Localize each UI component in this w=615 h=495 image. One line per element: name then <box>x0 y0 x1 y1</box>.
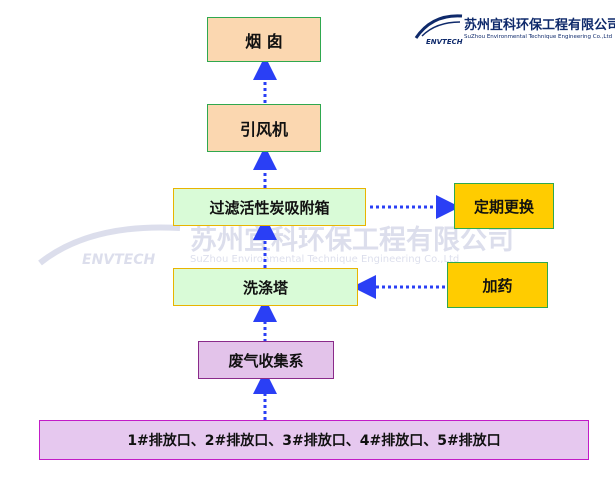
logo-brand: ENVTECH <box>426 38 463 46</box>
box-gas-collection: 废气收集系 <box>198 341 334 379</box>
company-logo: ENVTECH 苏州宜科环保工程有限公司 SuZhou Environmenta… <box>412 12 615 52</box>
box-periodic-replacement: 定期更换 <box>454 183 554 229</box>
logo-swoosh-icon <box>414 14 463 39</box>
box-discharge-outlets: 1#排放口、2#排放口、3#排放口、4#排放口、5#排放口 <box>39 420 589 460</box>
box-fan: 引风机 <box>207 104 321 152</box>
box-chimney: 烟 囱 <box>207 17 321 62</box>
box-scrubber: 洗涤塔 <box>173 268 358 306</box>
logo-company-en: SuZhou Environmental Technique Engineeri… <box>464 34 613 40</box>
box-dosing: 加药 <box>447 262 548 308</box>
box-carbon-adsorption: 过滤活性炭吸附箱 <box>173 188 366 226</box>
logo-company-cn: 苏州宜科环保工程有限公司 <box>464 18 615 33</box>
